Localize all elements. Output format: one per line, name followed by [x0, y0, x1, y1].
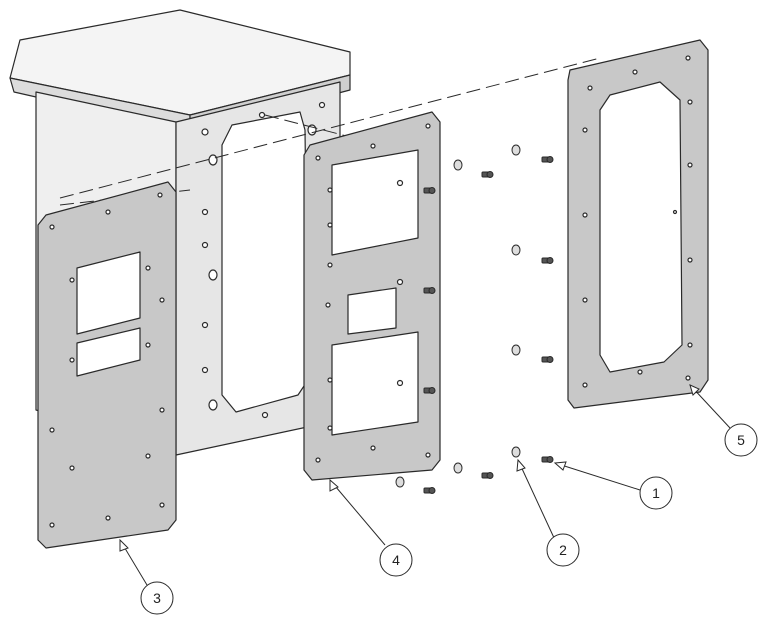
callout-3: 3: [140, 581, 174, 615]
callout-3-label: 3: [153, 590, 161, 606]
panel-4-cutout-bottom: [331, 331, 419, 436]
panel-5-back-gasket: [567, 39, 709, 409]
alignment-line-upper: [59, 57, 601, 199]
panel-4-mounting-plate: [303, 111, 441, 481]
cabinet-mounting-holes: [201, 101, 326, 419]
callout-4-label: 4: [392, 552, 400, 568]
panel-3-holes: [49, 192, 165, 528]
panel-4-cutout-top: [331, 149, 419, 256]
panel-3-cutout-top: [76, 251, 141, 335]
callout-1: 1: [639, 476, 673, 510]
callout-1-label: 1: [652, 485, 660, 501]
panel-5-opening: [599, 81, 683, 373]
panel-4-holes: [315, 123, 431, 463]
callout-2: 2: [546, 533, 580, 567]
screws: [423, 156, 554, 494]
callout-5-label: 5: [737, 432, 745, 448]
callout-2-label: 2: [559, 542, 567, 558]
cabinet-front-opening: [221, 111, 309, 413]
callout-5: 5: [724, 423, 758, 457]
cabinet-enclosure: [9, 9, 351, 456]
panel-3-front-panel: [37, 181, 177, 549]
panel-3-cutout-bottom: [76, 327, 141, 377]
callout-4: 4: [379, 543, 413, 577]
washers: [395, 144, 521, 488]
callout-arrowheads: [119, 384, 700, 552]
panel-4-cutout-middle: [347, 287, 397, 335]
panel-5-holes: [582, 55, 693, 388]
callout-leaders: [119, 384, 731, 591]
